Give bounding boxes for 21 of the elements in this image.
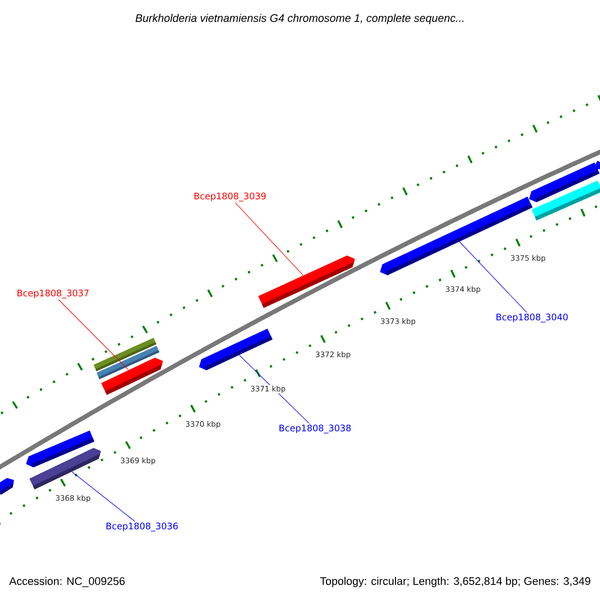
gene-block [532,180,600,220]
gene-block [0,478,14,495]
gene-label: Bcep1808_3037 [18,290,89,298]
leader-line [459,241,527,313]
gene-block [29,448,101,490]
footer-text: Accession: NC_009256 [9,576,125,588]
gene-label: Bcep1808_3036 [106,522,178,532]
leader-line [58,299,129,370]
footer-text: Topology: circular; Length: 3,652,814 bp; Genes: 3,349 [320,576,590,588]
leader-line [238,354,310,424]
gene-block [380,196,532,276]
title: Burkholderia vietnamiensis G4 chromosome 1, complete sequenc... [136,14,464,24]
gene-block [258,256,355,308]
gene-block [101,358,163,395]
leader-line [234,202,304,276]
gene-block [199,328,272,370]
gene-label: Bcep1808_3040 [496,314,568,322]
leader-line [72,471,136,522]
gene-label: Bcep1808_3039 [194,192,266,202]
gene-label: Bcep1808_3038 [280,424,351,434]
gene-block [594,160,600,170]
